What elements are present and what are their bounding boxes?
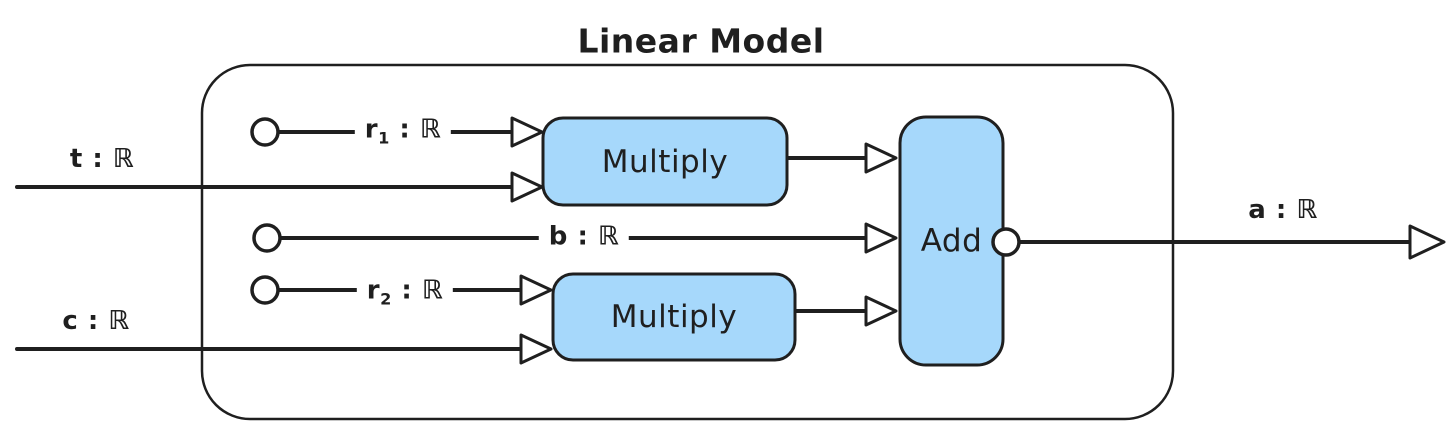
param-r2-label: r2 : ℝ: [356, 275, 454, 309]
add-block-label: Add: [920, 223, 983, 259]
param-r2-type: : ℝ: [391, 275, 444, 306]
param-r1-subscript: 1: [378, 128, 390, 148]
input-c-label: c : ℝ: [62, 306, 130, 336]
multiply-2-to-add-arrowhead-icon: [864, 295, 898, 327]
multiply-2-block-label: Multiply: [610, 299, 738, 335]
multiply-1-block-label: Multiply: [601, 143, 729, 180]
r2-arrowhead-icon: [519, 274, 553, 306]
multiply-2-block: [551, 272, 797, 362]
multiply-1-to-add-arrowhead-icon: [864, 142, 898, 174]
param-r1-base: r: [364, 114, 379, 145]
output-a-label: a : ℝ: [1248, 195, 1318, 225]
b-to-add-arrowhead-icon: [864, 222, 898, 254]
t-arrowhead-icon: [510, 171, 544, 203]
c-arrowhead-icon: [519, 333, 553, 365]
output-arrowhead-icon: [1408, 224, 1446, 260]
param-r2-base: r: [366, 275, 381, 306]
param-b-label: b : ℝ: [538, 221, 630, 255]
param-r1-type: : ℝ: [389, 114, 442, 145]
r2-param-port: [250, 275, 280, 305]
param-r2-subscript: 2: [380, 289, 392, 309]
r1-param-port: [250, 117, 280, 147]
input-t-label: t : ℝ: [69, 144, 135, 174]
b-param-port: [252, 223, 282, 253]
param-b-base: b: [548, 221, 568, 252]
r1-arrowhead-icon: [510, 116, 544, 148]
multiply-1-block: [541, 116, 789, 207]
add-output-port: [991, 227, 1021, 257]
diagram-title: Linear Model: [577, 21, 825, 61]
param-b-type: : ℝ: [567, 221, 620, 252]
param-r1-label: r1 : ℝ: [354, 114, 452, 148]
